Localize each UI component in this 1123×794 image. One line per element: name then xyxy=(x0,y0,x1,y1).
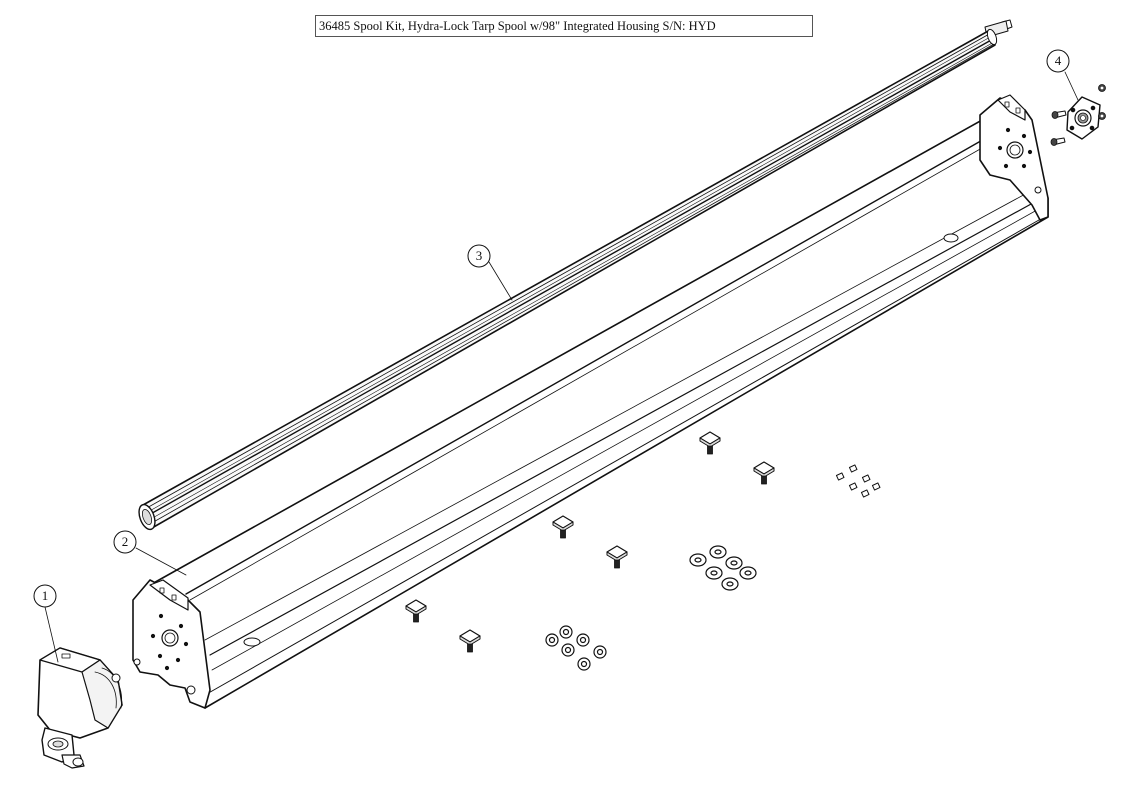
small-screws xyxy=(835,464,881,498)
spool-tube xyxy=(138,19,1013,531)
callout-3: 3 xyxy=(467,244,513,301)
callout-1-number: 1 xyxy=(42,588,49,603)
callout-3-number: 3 xyxy=(476,248,483,263)
hydraulic-motor xyxy=(37,647,123,769)
carriage-bolts xyxy=(405,431,775,653)
callout-2: 2 xyxy=(113,530,187,576)
callout-4-number: 4 xyxy=(1055,53,1062,68)
diagram-title: 36485 Spool Kit, Hydra-Lock Tarp Spool w… xyxy=(315,15,813,37)
callout-1: 1 xyxy=(33,584,59,663)
hex-nuts xyxy=(545,625,607,671)
flat-washers xyxy=(689,545,757,591)
callout-2-number: 2 xyxy=(122,534,129,549)
bearing-flange xyxy=(1050,84,1106,146)
callout-4: 4 xyxy=(1046,49,1079,101)
housing xyxy=(132,94,1049,709)
